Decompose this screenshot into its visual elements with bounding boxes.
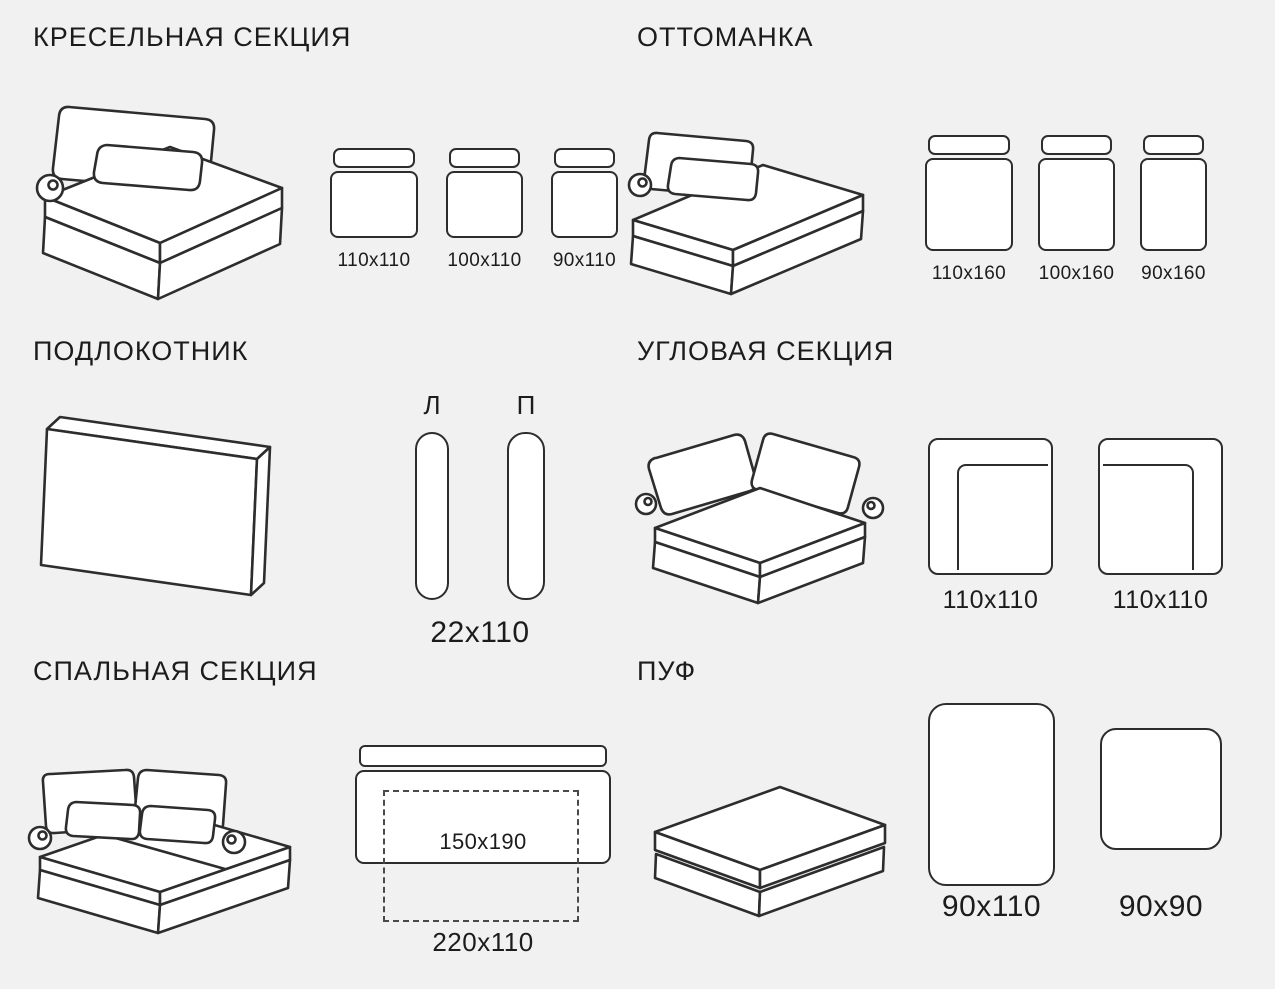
- ottoman-size-variants: 110x160 100x160 90x160: [925, 135, 1207, 285]
- size-label: 90x110: [552, 250, 617, 271]
- corner-right-size-label: 110x110: [1112, 586, 1209, 614]
- pouf-topview-90x90: [1100, 728, 1222, 850]
- corner-left-topview: [928, 438, 1053, 575]
- pouf-sketch-icon: [653, 785, 887, 918]
- seat-topview: [1038, 158, 1115, 251]
- backrest-topview: [333, 148, 415, 168]
- corner-backrest-line: [1103, 464, 1194, 570]
- pouf-size-label-1: 90x110: [941, 890, 1042, 923]
- seat-topview: [551, 171, 618, 238]
- size-variant: 90x160: [1140, 135, 1207, 285]
- seat-topview: [330, 171, 418, 238]
- seat-topview: [355, 770, 611, 864]
- armrest-left-mark: Л: [423, 390, 441, 420]
- sleeper-sketch-icon: [27, 768, 292, 935]
- armrest-sketch-icon: [39, 415, 272, 597]
- seat-topview: [1140, 158, 1207, 251]
- armchair-section-title: КРЕСЕЛЬНАЯ СЕКЦИЯ: [33, 22, 352, 52]
- backrest-topview: [554, 148, 615, 168]
- pouf-topview-90x110: [928, 703, 1055, 886]
- bed-size-label: 150x190: [439, 829, 527, 854]
- backrest-topview: [1041, 135, 1112, 155]
- size-variant: 110x110: [330, 148, 418, 272]
- pouf-size-label-2: 90x90: [1118, 890, 1204, 923]
- sleeper-size-label: 220x110: [432, 927, 534, 957]
- armrest-right-mark: П: [516, 390, 536, 420]
- sleeper-section-title: СПАЛЬНАЯ СЕКЦИЯ: [33, 656, 318, 686]
- seat-topview: [925, 158, 1013, 251]
- size-variant: 90x110: [551, 148, 618, 272]
- armrest-section-title: ПОДЛОКОТНИК: [33, 336, 249, 366]
- size-label: 110x160: [931, 263, 1007, 284]
- seat-topview: [446, 171, 523, 238]
- fold-out-bed-dashed-outline: [383, 790, 579, 922]
- corner-sketch-icon: [634, 432, 885, 605]
- armrest-left-topview: [415, 432, 449, 600]
- armchair-size-variants: 110x110 100x110 90x110: [330, 148, 618, 272]
- corner-section-title: УГЛОВАЯ СЕКЦИЯ: [637, 336, 895, 366]
- armchair-sketch-icon: [35, 105, 284, 301]
- corner-backrest-line: [957, 464, 1048, 570]
- size-label: 110x110: [337, 250, 411, 271]
- ottoman-section-title: ОТТОМАНКА: [637, 22, 814, 52]
- backrest-topview: [928, 135, 1010, 155]
- backrest-topview: [359, 745, 607, 767]
- size-label: 90x160: [1141, 263, 1206, 284]
- corner-right-topview: [1098, 438, 1223, 575]
- sleeper-topview-schematic: 150x190 220x110: [355, 745, 611, 963]
- size-label: 100x110: [447, 250, 522, 271]
- pouf-section-title: ПУФ: [637, 656, 697, 686]
- size-variant: 110x160: [925, 135, 1013, 285]
- backrest-topview: [1143, 135, 1204, 155]
- size-variant: 100x160: [1038, 135, 1115, 285]
- armrest-size-label: 22x110: [430, 616, 530, 649]
- armrest-right-topview: [507, 432, 545, 600]
- ottoman-sketch-icon: [627, 131, 865, 296]
- backrest-topview: [449, 148, 520, 168]
- size-variant: 100x110: [446, 148, 523, 272]
- size-label: 100x160: [1038, 263, 1115, 284]
- corner-left-size-label: 110x110: [942, 586, 1039, 614]
